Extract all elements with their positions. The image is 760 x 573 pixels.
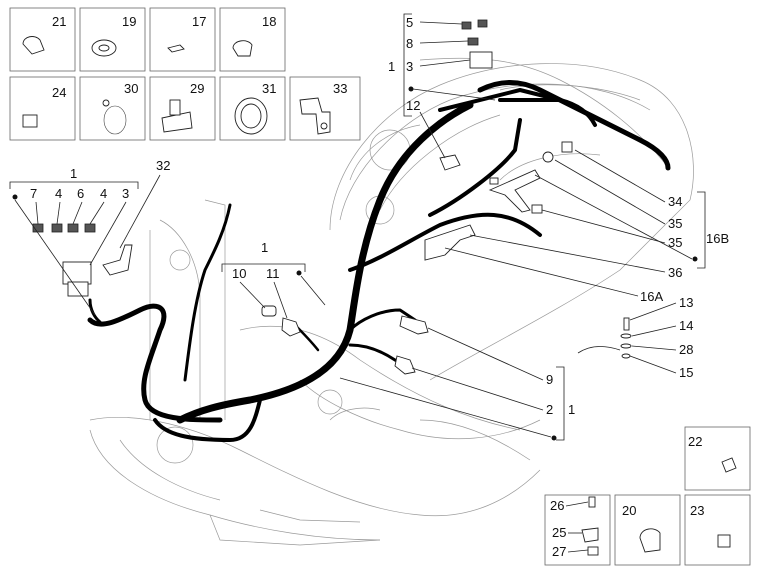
bracket-32: [102, 244, 133, 276]
label-19: 19: [122, 14, 136, 29]
label-21: 21: [52, 14, 66, 29]
label-3-left: 3: [122, 186, 129, 201]
parts-box-22: 22: [684, 426, 751, 491]
bolt-13: [623, 317, 630, 331]
label-35b: 35: [668, 235, 682, 250]
relay-block-top: [469, 51, 493, 69]
label-30: 30: [124, 81, 138, 96]
label-13: 13: [679, 295, 693, 310]
in-diagram-parts: [32, 19, 632, 375]
label-2: 2: [546, 402, 553, 417]
parts-box-23: 23: [684, 494, 751, 566]
label-5: 5: [406, 15, 413, 30]
label-12: 12: [406, 98, 420, 113]
group-bottom-right: 1 9 2: [339, 327, 575, 441]
terminal-2: [394, 355, 416, 375]
label-6: 6: [77, 186, 84, 201]
parts-box-26-25-27: 26 25 27: [544, 494, 611, 566]
label-3-top: 3: [406, 59, 413, 74]
label-34: 34: [668, 194, 682, 209]
parts-box-31: 31: [219, 76, 286, 141]
label-26: 26: [550, 498, 564, 513]
label-17: 17: [192, 14, 206, 29]
fuse-5a: [461, 21, 472, 30]
label-15: 15: [679, 365, 693, 380]
label-top-1: 1: [388, 59, 395, 74]
label-22: 22: [688, 434, 702, 449]
label-23: 23: [690, 503, 704, 518]
parts-box-20: 20: [614, 494, 681, 566]
nut-15: [621, 353, 631, 359]
group-right: 16B 34 35 35 36: [469, 149, 729, 280]
label-left-1: 1: [70, 166, 77, 181]
parts-box-21: 21: [9, 7, 76, 72]
label-20: 20: [622, 503, 636, 518]
parts-box-24: 24: [9, 76, 76, 141]
label-16B: 16B: [706, 231, 729, 246]
label-br-1: 1: [568, 402, 575, 417]
label-4b: 4: [100, 186, 107, 201]
label-mid-1: 1: [261, 240, 268, 255]
label-4a: 4: [55, 186, 62, 201]
label-29: 29: [190, 81, 204, 96]
label-11: 11: [266, 266, 280, 281]
label-24: 24: [52, 85, 66, 100]
fuse-4a: [51, 223, 63, 233]
fuse-8: [467, 37, 479, 46]
label-9: 9: [546, 372, 553, 387]
parts-box-19: 19: [79, 7, 146, 72]
clip-12: [439, 154, 461, 171]
parts-box-30: 30: [79, 76, 146, 141]
terminal-9: [399, 315, 429, 335]
callout-32: 32: [119, 158, 170, 249]
scooter-frame-outline: [89, 57, 694, 546]
label-8: 8: [406, 36, 413, 51]
fuse-4b: [84, 223, 96, 233]
ground-cable-callouts: 13 14 28 15: [629, 295, 693, 380]
fuse-5b: [477, 19, 488, 28]
parts-box-17: 17: [149, 7, 216, 72]
fuse-6: [67, 223, 79, 233]
parts-box-29: 29: [149, 76, 216, 141]
label-33: 33: [333, 81, 347, 96]
parts-box-18: 18: [219, 7, 286, 72]
group-top: 1 5 8 3 12: [388, 13, 496, 159]
bracket-16A: [424, 224, 476, 261]
connector-10: [261, 305, 277, 317]
label-32: 32: [156, 158, 170, 173]
group-mid: 1 10 11: [221, 240, 326, 319]
bracket-16B: [488, 169, 541, 213]
label-27: 27: [552, 544, 566, 559]
label-25: 25: [552, 525, 566, 540]
label-18: 18: [262, 14, 276, 29]
label-16A: 16A: [640, 289, 663, 304]
parts-box-33: 33: [289, 76, 361, 141]
connector-11: [281, 317, 301, 337]
label-14: 14: [679, 318, 693, 333]
label-36: 36: [668, 265, 682, 280]
relay-block-left: [62, 261, 92, 285]
label-7: 7: [30, 186, 37, 201]
group-left: 1 7 4 6 4 3: [9, 166, 139, 316]
label-28: 28: [679, 342, 693, 357]
callout-16A: 16A: [444, 247, 663, 304]
label-31: 31: [262, 81, 276, 96]
washer-28: [620, 343, 632, 349]
label-35a: 35: [668, 216, 682, 231]
washer-14: [620, 333, 632, 339]
label-10: 10: [232, 266, 246, 281]
